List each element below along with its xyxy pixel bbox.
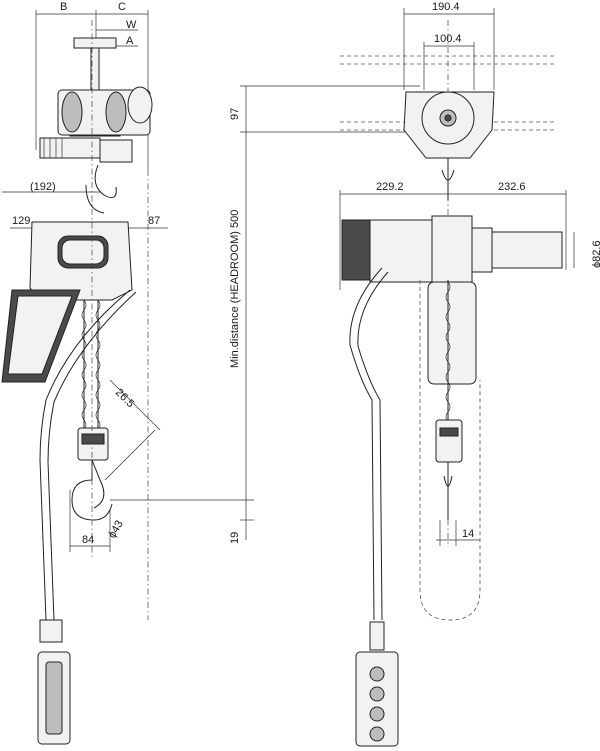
dim-229-2: 229.2 xyxy=(376,181,404,193)
hoist-center xyxy=(431,215,473,285)
beam-flange-top xyxy=(73,37,117,49)
pendant-button-2 xyxy=(369,686,385,702)
pendant-strain-front xyxy=(369,621,385,651)
top-hook xyxy=(94,164,117,199)
trolley-bracket xyxy=(99,139,133,163)
headroom-dimension: 97 Min.distance (HEADROOM) 500 19 xyxy=(110,85,420,544)
pendant-button-1 xyxy=(369,666,385,682)
dim-19: 19 xyxy=(229,532,241,544)
pendant-button-3 xyxy=(369,706,385,722)
dim-14: 14 xyxy=(462,528,474,540)
hoist-flange xyxy=(471,227,493,273)
bottom-hook xyxy=(71,460,113,521)
dim-190-4: 190.4 xyxy=(432,1,460,13)
dim-headroom: Min.distance (HEADROOM) 500 xyxy=(229,210,241,368)
trolley-bolt xyxy=(39,137,101,159)
dim-97: 97 xyxy=(229,108,241,120)
hoist-end-cover xyxy=(341,219,371,281)
motor-cylinder xyxy=(491,231,563,269)
dim-W: W xyxy=(126,19,137,31)
bottom-block-front xyxy=(435,419,463,463)
chain-container xyxy=(427,281,477,385)
dim-129: 129 xyxy=(12,215,30,227)
right-front-view: 190.4 100.4 229.2 232.6 ϕ82.6 xyxy=(339,1,600,747)
load-chain xyxy=(81,299,101,431)
pendant-strain xyxy=(39,619,63,643)
trolley-wheel-right xyxy=(105,91,127,133)
dim-192: (192) xyxy=(30,181,56,193)
dim-A: A xyxy=(126,35,134,47)
left-side-view: B C W A (192) 129 87 xyxy=(1,1,168,745)
dim-84: 84 xyxy=(82,534,94,546)
dim-hook-dia: ϕ43 xyxy=(106,518,126,540)
dim-C: C xyxy=(118,1,126,13)
chain-loop-outline xyxy=(419,280,481,621)
pendant-cable-front xyxy=(349,267,383,621)
pendant-button-4 xyxy=(369,726,385,742)
hoist-gear-case xyxy=(369,219,443,283)
trolley-wheel-left xyxy=(61,91,83,133)
trolley-gear xyxy=(127,86,153,124)
dim-232-6: 232.6 xyxy=(498,181,526,193)
dim-motor-dia: ϕ82.6 xyxy=(591,240,600,268)
dim-26-5: 26.5 xyxy=(113,387,137,411)
pendant-cable xyxy=(39,289,131,621)
dim-87: 87 xyxy=(148,215,160,227)
dim-B: B xyxy=(60,1,67,13)
